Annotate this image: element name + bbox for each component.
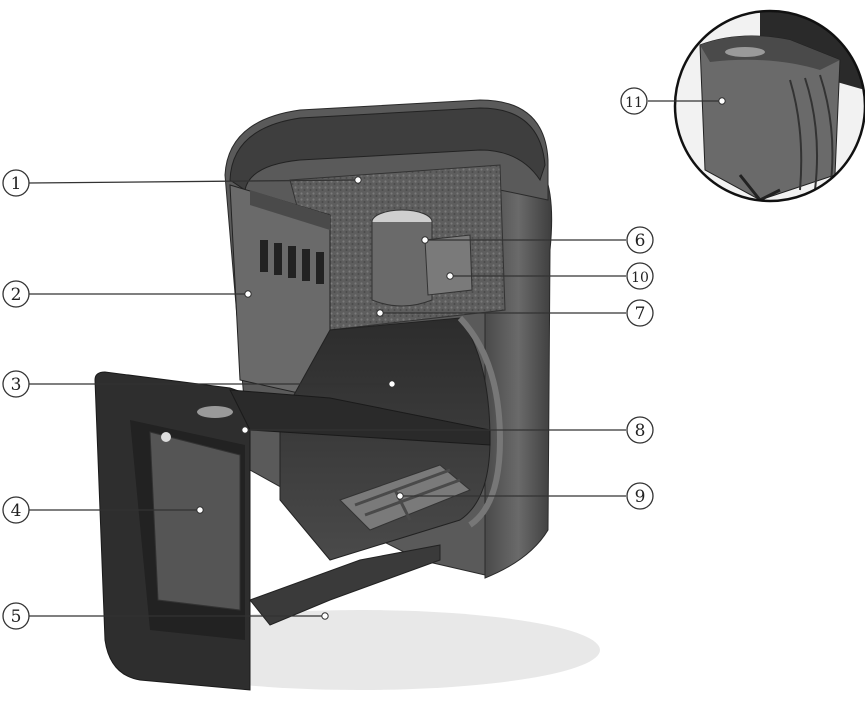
callout-3: 3 [2, 370, 30, 398]
callout-1: 1 [2, 169, 30, 197]
callout-8: 8 [626, 416, 654, 444]
callout-8-label: 8 [635, 421, 646, 441]
front-panel [94, 371, 491, 691]
callout-9: 9 [626, 482, 654, 510]
callout-4: 4 [2, 496, 30, 524]
callout-11: 11 [620, 87, 648, 115]
callout-5: 5 [2, 602, 30, 630]
callout-2-label: 2 [11, 285, 22, 305]
callout-7-label: 7 [635, 304, 646, 324]
callout-9-label: 9 [635, 487, 646, 507]
callout-10-label: 10 [631, 270, 649, 286]
leader-lines [28, 100, 722, 617]
callout-4-label: 4 [11, 501, 22, 521]
callout-10: 10 [626, 262, 654, 290]
callout-6-label: 6 [635, 231, 646, 251]
flue-pipe [371, 209, 473, 307]
callout-3-label: 3 [11, 375, 22, 395]
callout-7: 7 [626, 299, 654, 327]
firebox [249, 315, 504, 626]
detail-inset [673, 9, 865, 203]
leader-dots [196, 97, 726, 620]
callout-6: 6 [626, 226, 654, 254]
callout-11-label: 11 [625, 95, 643, 111]
callout-1-label: 1 [11, 174, 22, 194]
callout-5-label: 5 [11, 607, 22, 627]
side-panel-left [229, 184, 331, 401]
callout-2: 2 [2, 280, 30, 308]
